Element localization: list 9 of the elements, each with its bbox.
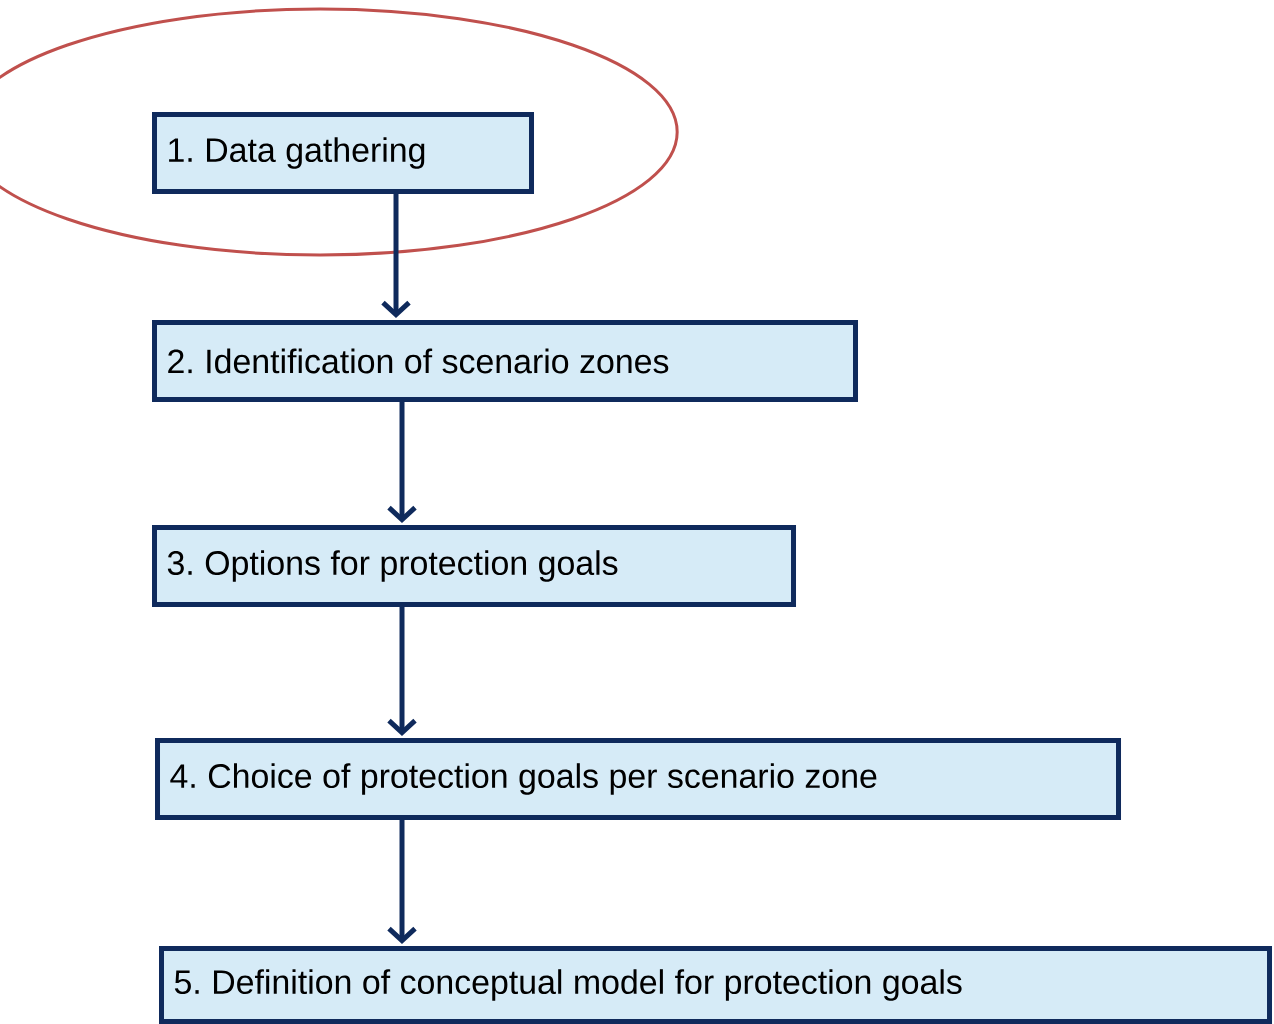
process-box: 5. Definition of conceptual model for protection goals — [159, 946, 1272, 1024]
process-box: 2. Identification of scenario zones — [152, 320, 858, 402]
arrow — [381, 194, 411, 318]
arrow — [387, 402, 417, 523]
process-box: 3. Options for protection goals — [152, 525, 796, 607]
arrow — [387, 607, 417, 736]
process-box: 1. Data gathering — [152, 112, 534, 194]
arrow — [387, 820, 417, 944]
process-box: 4. Choice of protection goals per scenario zone — [155, 738, 1121, 820]
